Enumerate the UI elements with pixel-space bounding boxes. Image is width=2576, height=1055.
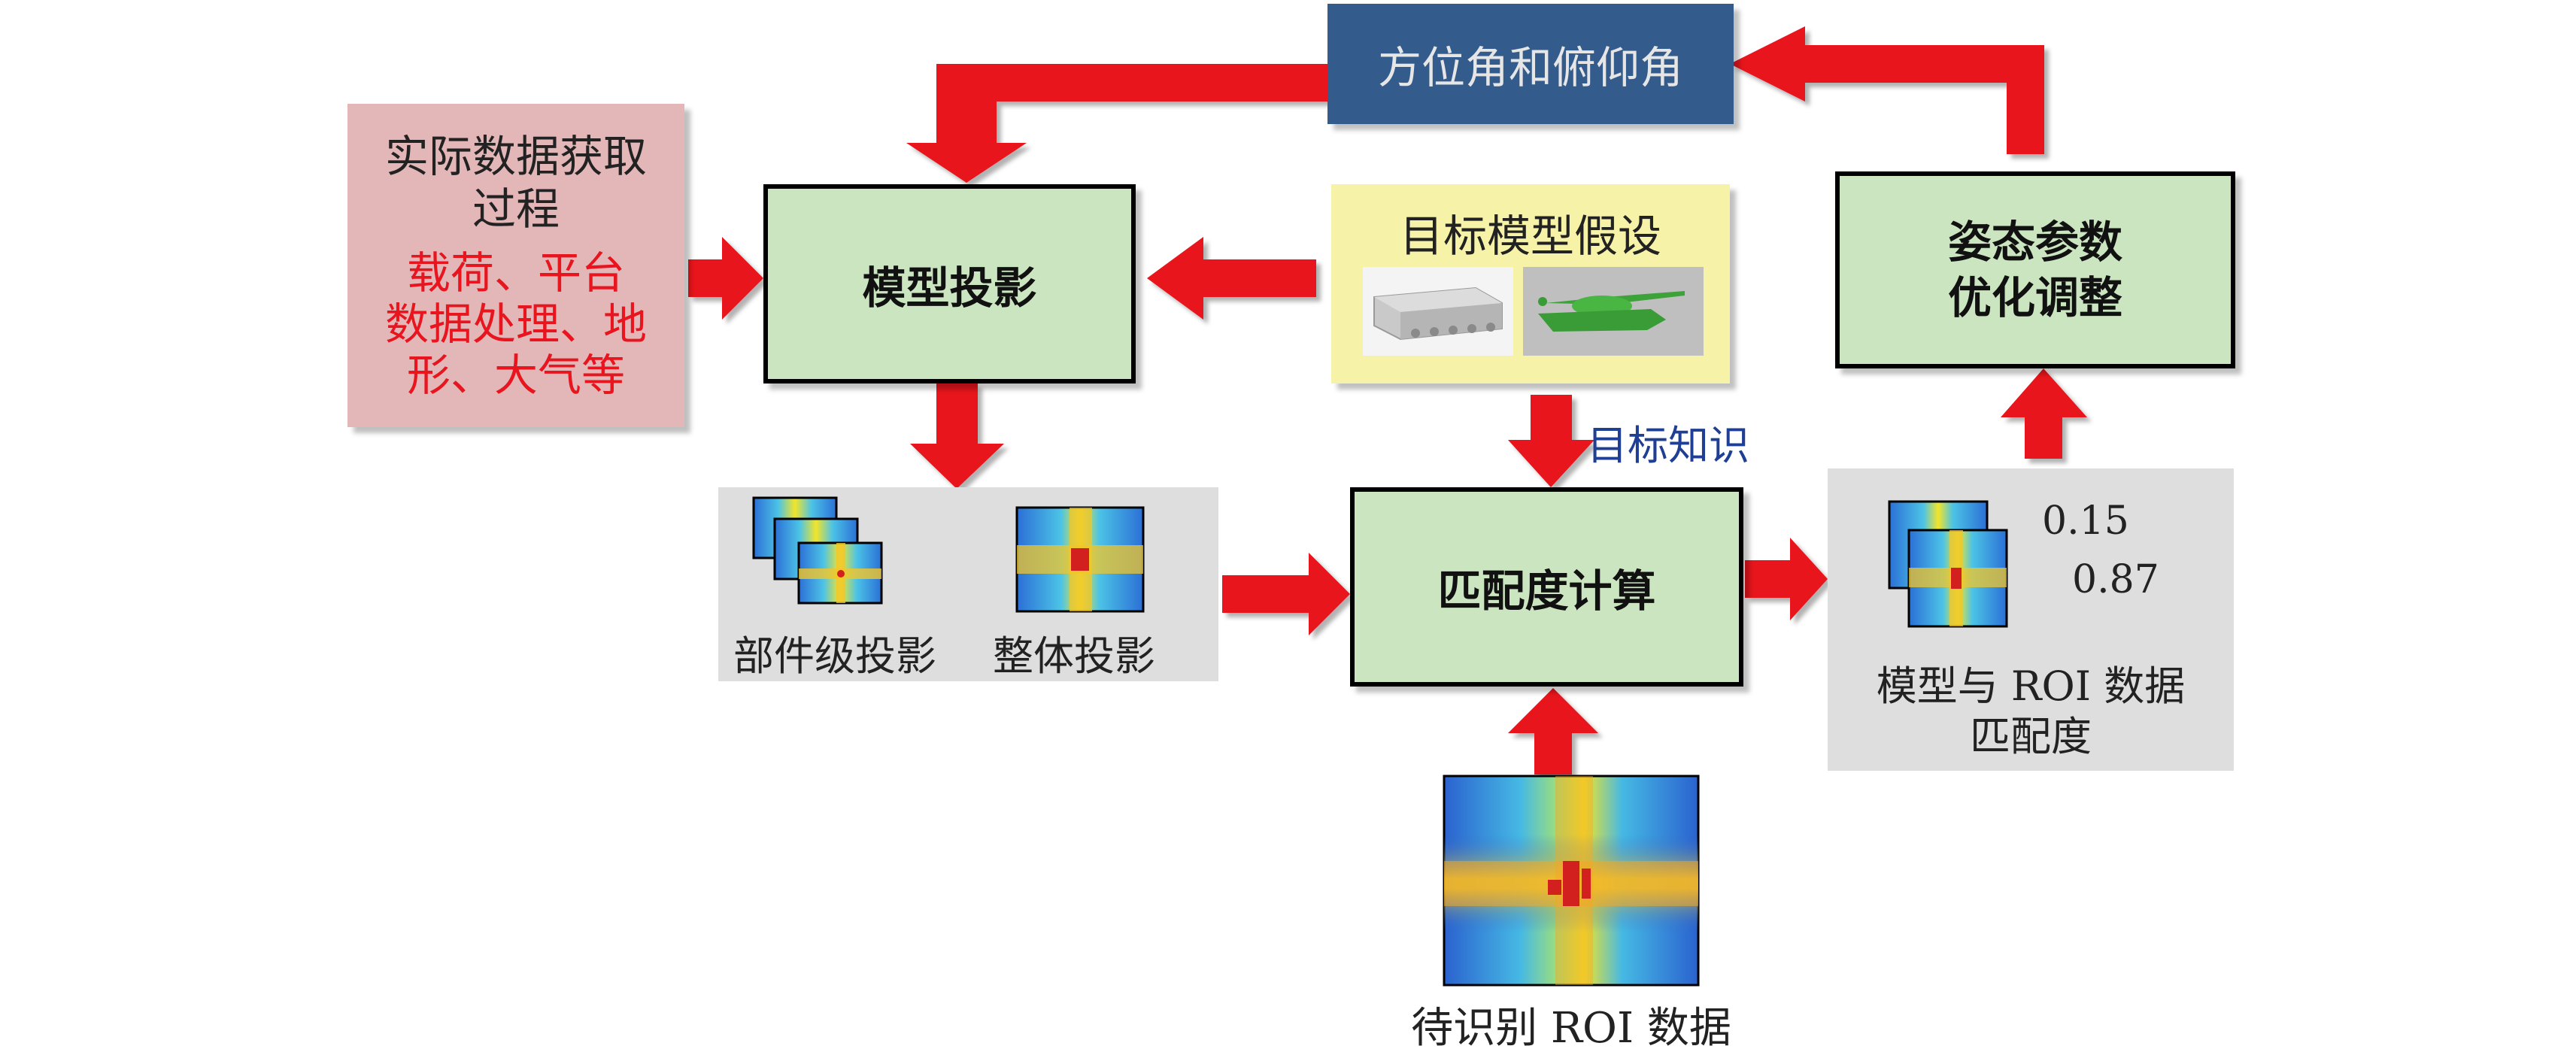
actual-data-title-1: 实际数据获取 <box>384 131 647 182</box>
pose-optimization-label-2: 优化调整 <box>1947 272 2122 323</box>
actual-data-detail-3: 形、大气等 <box>406 350 625 401</box>
matching-label: 匹配度计算 <box>1437 565 1656 617</box>
match-result-label-2: 匹配度 <box>1970 713 2092 760</box>
matching-box: 匹配度计算 <box>1350 487 1743 687</box>
pose-optimization-box: 姿态参数 优化调整 <box>1835 171 2235 368</box>
arrow-pose-to-azimuth <box>1730 26 2044 154</box>
actual-data-detail-1: 载荷、平台 <box>406 247 625 299</box>
component-heatmap-stack-icon <box>752 496 883 605</box>
tank-3d-model-icon <box>1363 267 1513 356</box>
arrow-actual-to-model <box>688 237 763 320</box>
arrow-result-to-pose <box>2001 368 2087 459</box>
arrow-target-to-matching <box>1508 395 1594 487</box>
match-result-label-1: 模型与 ROI 数据 <box>1876 662 2186 710</box>
target-model-box: 目标模型假设 <box>1331 184 1730 383</box>
model-projection-label: 模型投影 <box>862 262 1037 314</box>
arrow-azimuth-to-model <box>906 64 1335 183</box>
whole-heatmap-icon <box>1015 506 1145 613</box>
arrow-target-to-model <box>1147 237 1316 320</box>
roi-data-label: 待识别 ROI 数据 <box>1411 1004 1731 1053</box>
match-result-panel: 0.15 0.87 模型与 ROI 数据 匹配度 <box>1828 468 2234 771</box>
roi-heatmap-icon <box>1443 775 1700 987</box>
target-model-label: 目标模型假设 <box>1399 211 1661 262</box>
pose-optimization-label-1: 姿态参数 <box>1947 217 2122 268</box>
actual-data-title-2: 过程 <box>472 183 560 235</box>
actual-data-detail-2: 数据处理、地 <box>384 299 647 350</box>
azimuth-elevation-label: 方位角和俯仰角 <box>1377 42 1683 93</box>
actual-data-box: 实际数据获取 过程 载荷、平台 数据处理、地 形、大气等 <box>347 104 684 427</box>
arrow-model-to-panel <box>910 383 1004 489</box>
arrow-matching-to-result <box>1745 538 1828 620</box>
score-1: 0.15 <box>2042 499 2129 544</box>
arrow-panel-to-matching <box>1222 553 1350 635</box>
whole-projection-label: 整体投影 <box>993 632 1155 680</box>
azimuth-elevation-box: 方位角和俯仰角 <box>1327 4 1734 124</box>
match-heatmap-stack-icon <box>1888 500 2008 628</box>
component-projection-label: 部件级投影 <box>733 632 936 680</box>
model-projection-box: 模型投影 <box>763 184 1136 383</box>
green-tank-icon <box>1523 267 1704 356</box>
arrow-roi-to-matching <box>1508 688 1598 775</box>
projection-panel: 部件级投影 整体投影 <box>718 487 1218 681</box>
score-2: 0.87 <box>2072 557 2159 602</box>
target-knowledge-label: 目标知识 <box>1587 422 1749 469</box>
